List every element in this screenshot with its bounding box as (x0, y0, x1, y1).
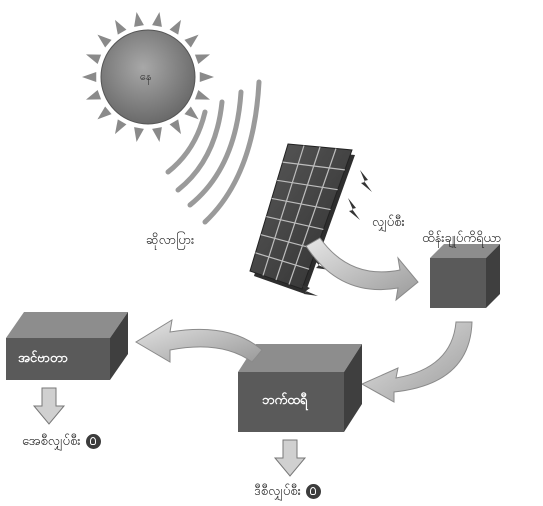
sun-ray (134, 127, 144, 142)
sun-disc (100, 29, 196, 125)
sunlight-beams (165, 79, 262, 225)
sun-ray (169, 19, 181, 35)
ac-output-label: အေစီလျှပ်စီး (22, 434, 81, 449)
sun-icon (82, 12, 214, 142)
sun-ray (85, 54, 102, 64)
sun-ray (97, 106, 112, 120)
dc-output: ဒီစီလျှပ်စီး (254, 483, 321, 502)
panel-grid-line (255, 252, 310, 270)
sun-ray (152, 12, 162, 27)
sun-ray (184, 106, 199, 120)
sun-ray (194, 54, 211, 64)
battery-label: ဘက်ထရီ (262, 393, 308, 408)
sun-ray (184, 34, 199, 48)
panel-grid-line (288, 148, 337, 285)
arrow-inverter-down (32, 387, 66, 425)
sun-ray (194, 90, 211, 100)
sun-ray (97, 34, 112, 48)
sun-ray (134, 12, 144, 27)
arrow-battery-to-inverter (135, 319, 263, 363)
sun-label: နေ (140, 70, 152, 83)
panel-grid-line (282, 161, 345, 171)
sun-ray (85, 90, 102, 100)
sun-ray (169, 119, 181, 135)
sun-ray (115, 19, 127, 35)
arrow-battery-down (273, 439, 307, 477)
sun-ray (82, 72, 97, 82)
lightbulb-icon (305, 484, 321, 499)
panel-grid (255, 145, 345, 285)
panel-label: ဆိုလာပြား (146, 233, 195, 248)
sun-ray (115, 119, 127, 135)
sun-ray (152, 127, 162, 142)
ac-output: အေစီလျှပ်စီး (22, 433, 101, 452)
lightbulb-icon (85, 434, 101, 449)
panel-grid-line (262, 145, 305, 276)
lightning-icons (300, 170, 372, 296)
battery-box (238, 344, 362, 432)
solar-panel (249, 143, 355, 294)
inverter-label: အင်ဗာတာ (18, 351, 68, 366)
dc-output-label: ဒီစီလျှပ်စီး (254, 484, 301, 499)
current-label: လျှပ်စီး (372, 215, 405, 230)
arrow-controller-to-battery (360, 321, 473, 403)
panel-grid-line (277, 179, 338, 191)
arrow-panel-to-controller (305, 237, 419, 302)
controller-label: ထိန်းချုပ်ကိရိယာ (422, 231, 502, 246)
sun-rays (82, 12, 214, 142)
inverter-box (6, 312, 128, 380)
panel-grid-line (271, 197, 331, 211)
controller-box (430, 244, 500, 308)
sun-ray (199, 72, 214, 82)
panel-grid-line (275, 146, 321, 281)
panel-grid-line (266, 215, 324, 231)
